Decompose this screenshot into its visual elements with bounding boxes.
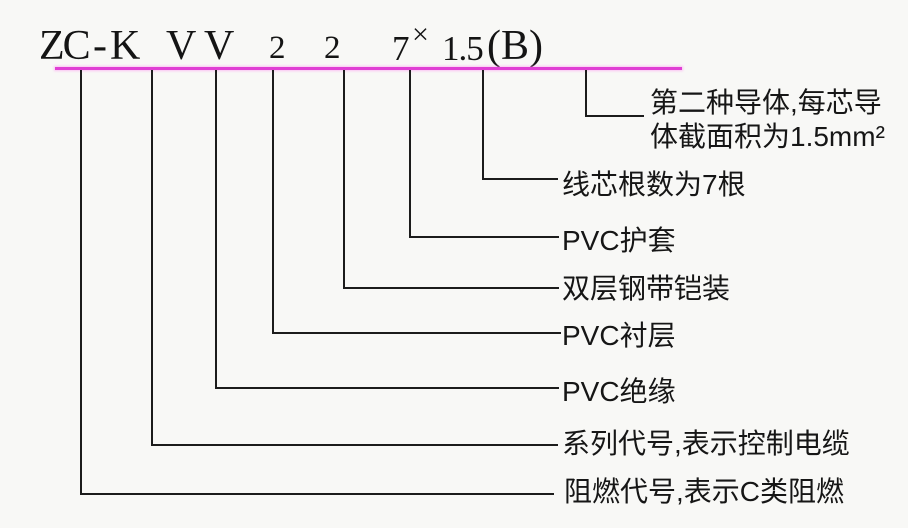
label-series-code: 系列代号,表示控制电缆 — [562, 428, 850, 459]
model-code-segment-b: (B) — [487, 23, 543, 69]
connector-pvc-inner-lining — [272, 70, 561, 334]
label-flame-retardant-code: 阻燃代号,表示C类阻燃 — [564, 476, 845, 507]
label-pvc-sheath: PVC护套 — [562, 225, 676, 256]
model-code-segment-1-5: 1.5 — [442, 29, 484, 68]
connector-second-conductor — [585, 70, 644, 117]
model-code-segment-2b: 2 — [324, 30, 341, 66]
model-code-segment-7: 7 — [392, 29, 410, 68]
multiply-sign: × — [412, 18, 429, 51]
label-second-conductor: 第二种导体,每芯导 体截面积为1.5mm² — [650, 86, 885, 154]
label-pvc-inner-lining: PVC衬层 — [562, 320, 676, 351]
title-underline — [55, 67, 682, 70]
model-code-segment-v2: V — [204, 23, 235, 69]
connector-flame-retardant-code — [80, 70, 554, 495]
label-second-conductor-line1: 第二种导体,每芯导 — [650, 87, 882, 118]
model-code-segment-2a: 2 — [269, 30, 286, 66]
connector-pvc-insulation — [215, 70, 559, 389]
label-second-conductor-line2: 体截面积为1.5mm² — [650, 121, 885, 152]
model-code-segment-k: K — [110, 23, 141, 69]
model-code-segment-dash: - — [93, 23, 107, 69]
model-code-segment-zc: ZC — [39, 23, 91, 69]
label-steel-tape-armor: 双层钢带铠装 — [562, 273, 731, 304]
label-core-count: 线芯根数为7根 — [562, 169, 746, 200]
connector-steel-tape-armor — [343, 70, 559, 289]
connector-pvc-sheath — [409, 70, 559, 238]
connector-series-code — [151, 70, 558, 446]
connector-core-count — [482, 70, 558, 180]
label-pvc-insulation: PVC绝缘 — [562, 376, 676, 407]
model-code-segment-v1: V — [166, 23, 197, 69]
